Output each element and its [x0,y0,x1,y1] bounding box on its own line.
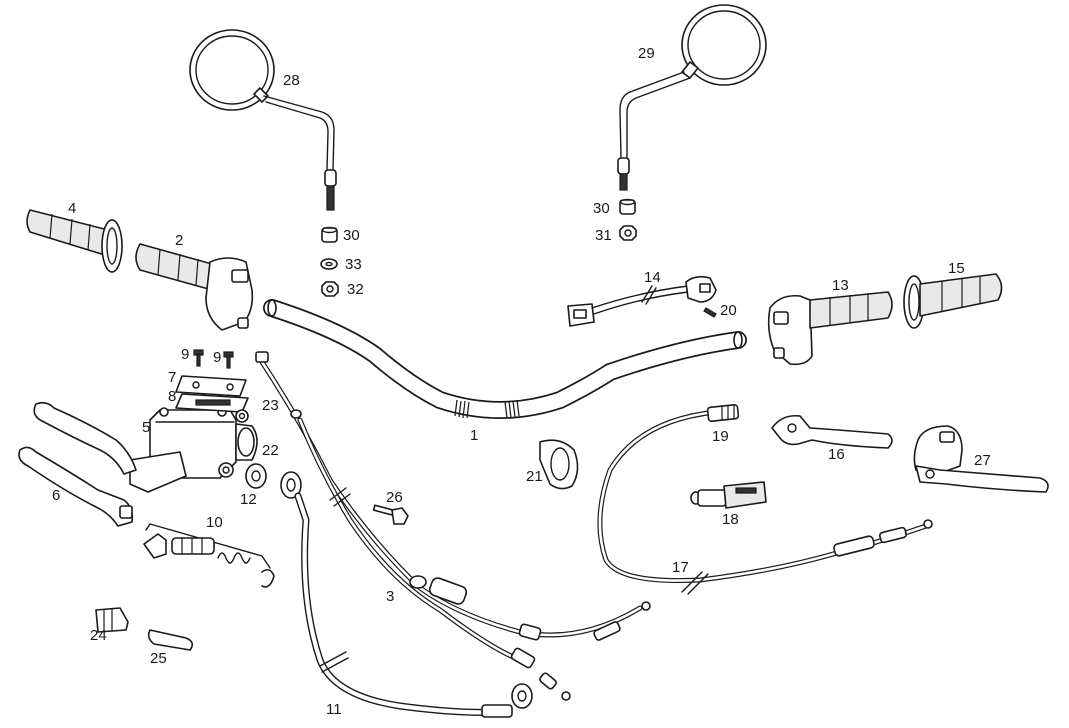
part-labels: 1 2 3 4 5 6 7 8 9 9 10 11 12 13 14 15 16… [52,45,991,718]
right-mirror[interactable] [617,4,767,191]
washer-left[interactable] [320,258,338,270]
cover-screw-b[interactable] [223,351,234,369]
label-17: 17 [672,559,689,576]
brake-switch[interactable] [95,607,129,633]
brake-lever-rear[interactable] [18,446,134,527]
label-13: 13 [832,277,849,294]
clutch-cable[interactable] [597,409,933,595]
label-21: 21 [526,468,543,485]
label-26: 26 [386,489,403,506]
label-18: 18 [722,511,739,528]
label-30b: 30 [593,200,610,217]
label-16: 16 [828,446,845,463]
right-switch-housing[interactable] [767,291,893,366]
cable-adjuster[interactable] [706,403,740,423]
label-10: 10 [206,514,223,531]
cable-tie[interactable] [539,439,579,490]
label-3: 3 [386,588,394,605]
master-cylinder[interactable] [129,407,258,493]
label-28: 28 [283,72,300,89]
label-22: 22 [262,442,279,459]
left-grip[interactable] [26,209,123,273]
label-20: 20 [720,302,737,319]
label-6: 6 [52,487,60,504]
hex-bolt[interactable] [372,504,409,525]
label-11: 11 [326,701,342,718]
label-23: 23 [262,397,279,414]
reservoir-cover[interactable] [175,375,247,397]
mirror-nut-left[interactable] [321,226,338,243]
hex-nut-right[interactable] [619,225,637,241]
label-30a: 30 [343,227,360,244]
mirror-nut-right[interactable] [619,198,636,215]
label-24: 24 [90,627,107,644]
label-33: 33 [345,256,362,273]
label-4: 4 [68,200,76,217]
reservoir-diaphragm[interactable] [175,393,249,413]
dust-boot[interactable] [147,629,194,651]
cover-screw-a[interactable] [193,349,204,367]
label-29: 29 [638,45,655,62]
sealing-washer[interactable] [245,463,267,489]
label-7: 7 [168,369,176,386]
label-14: 14 [644,269,661,286]
clutch-lever-assembly[interactable] [913,425,1049,493]
label-15: 15 [948,260,965,277]
throttle-cable[interactable] [255,351,651,701]
label-19: 19 [712,428,729,445]
label-25: 25 [150,650,167,667]
kill-switch[interactable] [567,275,717,327]
brake-hose[interactable] [280,471,533,718]
label-2: 2 [175,232,183,249]
clutch-lever-small[interactable] [771,414,893,449]
piston-kit[interactable] [143,523,275,588]
label-5: 5 [142,419,150,436]
hex-nut-left[interactable] [321,281,339,297]
label-32: 32 [347,281,364,298]
throttle-grip[interactable] [135,243,254,331]
label-9b: 9 [213,349,221,366]
switch-screw[interactable] [703,307,717,318]
handlebar[interactable] [263,299,747,419]
label-9a: 9 [181,346,189,363]
brake-lever-front[interactable] [33,401,137,475]
clutch-switch[interactable] [690,481,767,509]
label-12: 12 [240,491,257,508]
label-1: 1 [470,427,478,444]
label-31: 31 [595,227,612,244]
label-8: 8 [168,388,176,405]
banjo-bolt[interactable] [235,409,249,423]
label-27: 27 [974,452,991,469]
right-grip[interactable] [903,273,1003,329]
left-mirror[interactable] [189,29,337,211]
